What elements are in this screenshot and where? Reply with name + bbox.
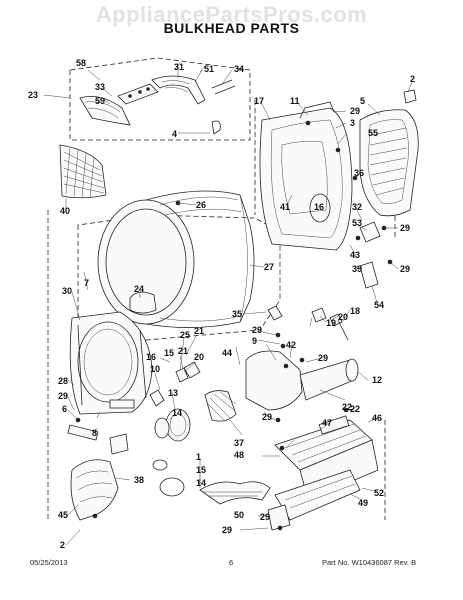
callout-label: 44 xyxy=(222,348,232,358)
callout-label: 16 xyxy=(314,202,324,212)
callout-label: 50 xyxy=(234,510,244,520)
callout-label: 3 xyxy=(350,118,355,128)
callout-label: 1 xyxy=(196,452,201,462)
callout-label: 29 xyxy=(318,353,328,363)
callout-label: 24 xyxy=(134,284,144,294)
callout-label: 33 xyxy=(95,82,105,92)
callout-label: 14 xyxy=(172,408,182,418)
callout-label: 9 xyxy=(252,336,257,346)
footer-page-number: 6 xyxy=(229,558,234,567)
callout-label: 12 xyxy=(372,375,382,385)
footer-part-number: Part No. W10436087 Rev. B xyxy=(322,558,417,567)
callout-label: 29 xyxy=(58,391,68,401)
leader-lines xyxy=(43,66,413,546)
callout-label: 2 xyxy=(60,540,65,550)
callout-label: 29 xyxy=(252,325,262,335)
fasteners xyxy=(75,120,393,531)
callout-label: 2 xyxy=(410,74,415,84)
callout-label: 20 xyxy=(194,352,204,362)
callout-label: 29 xyxy=(350,106,360,116)
callout-label: 21 xyxy=(194,326,204,336)
callout-label: 13 xyxy=(168,388,178,398)
callout-label: 52 xyxy=(374,488,384,498)
callout-label: 20 xyxy=(338,312,348,322)
callout-label: 46 xyxy=(372,413,382,423)
heater-element xyxy=(152,459,271,505)
front-bulkhead xyxy=(69,311,153,415)
callout-label: 59 xyxy=(95,96,105,106)
callout-label: 29 xyxy=(260,512,270,522)
callout-label: 16 xyxy=(146,352,156,362)
callout-label: 28 xyxy=(58,376,68,386)
callout-label: 32 xyxy=(352,202,362,212)
drum xyxy=(97,190,255,328)
callout-label: 22 xyxy=(350,404,360,414)
callout-label: 10 xyxy=(150,364,160,374)
callout-label: 36 xyxy=(354,168,364,178)
callout-label: 35 xyxy=(232,309,242,319)
callout-label: 8 xyxy=(92,428,97,438)
callout-label: 23 xyxy=(28,90,38,100)
page-title: BULKHEAD PARTS xyxy=(163,20,300,36)
callout-label: 26 xyxy=(196,200,206,210)
callout-label: 14 xyxy=(196,478,206,488)
callout-label: 21 xyxy=(178,346,188,356)
callout-label: 29 xyxy=(262,412,272,422)
callout-label: 19 xyxy=(326,318,336,328)
callout-label: 18 xyxy=(350,306,360,316)
callout-label: 11 xyxy=(290,96,300,106)
callout-label: 15 xyxy=(196,465,206,475)
duct-assembly xyxy=(267,415,379,531)
callout-label: 51 xyxy=(204,64,214,74)
callout-label: 47 xyxy=(322,418,332,428)
watermark: AppliancePartsPros.com xyxy=(95,2,368,27)
callout-label: 55 xyxy=(368,128,378,138)
callout-label: 29 xyxy=(222,525,232,535)
rear-bulkhead xyxy=(259,101,353,251)
callout-label: 17 xyxy=(254,96,264,106)
callout-label: 53 xyxy=(352,218,362,228)
callout-label: 22 xyxy=(342,402,352,412)
callout-label: 58 xyxy=(76,58,86,68)
top-left-parts xyxy=(79,61,236,135)
callout-label: 49 xyxy=(358,498,368,508)
lint-screen xyxy=(59,144,107,199)
callout-label: 15 xyxy=(164,348,174,358)
callout-label: 40 xyxy=(60,206,70,216)
callout-label: 34 xyxy=(234,64,244,74)
callout-label: 38 xyxy=(134,475,144,485)
callout-label: 5 xyxy=(360,96,365,106)
callout-label: 42 xyxy=(286,340,296,350)
callout-label: 48 xyxy=(234,450,244,460)
heater-panel xyxy=(359,89,419,217)
top-left-group-box xyxy=(69,57,251,141)
inlet-duct xyxy=(67,424,129,521)
footer-date: 05/25/2013 xyxy=(30,558,68,567)
callout-label: 31 xyxy=(174,62,184,72)
callout-label: 41 xyxy=(280,202,290,212)
callout-labels: 58 31 51 34 33 59 23 4 2 5 11 29 3 55 17… xyxy=(28,58,415,550)
callout-label: 43 xyxy=(350,250,360,260)
callout-label: 29 xyxy=(400,264,410,274)
callout-label: 54 xyxy=(374,300,384,310)
callout-label: 25 xyxy=(180,330,190,340)
callout-label: 6 xyxy=(62,404,67,414)
callout-label: 27 xyxy=(264,262,274,272)
callout-label: 29 xyxy=(400,223,410,233)
callout-label: 7 xyxy=(84,278,89,288)
callout-label: 4 xyxy=(172,129,177,139)
callout-label: 45 xyxy=(58,510,68,520)
callout-label: 30 xyxy=(62,286,72,296)
center-dashed-lines xyxy=(47,100,396,520)
callout-label: 37 xyxy=(234,438,244,448)
callout-label: 39 xyxy=(352,264,362,274)
